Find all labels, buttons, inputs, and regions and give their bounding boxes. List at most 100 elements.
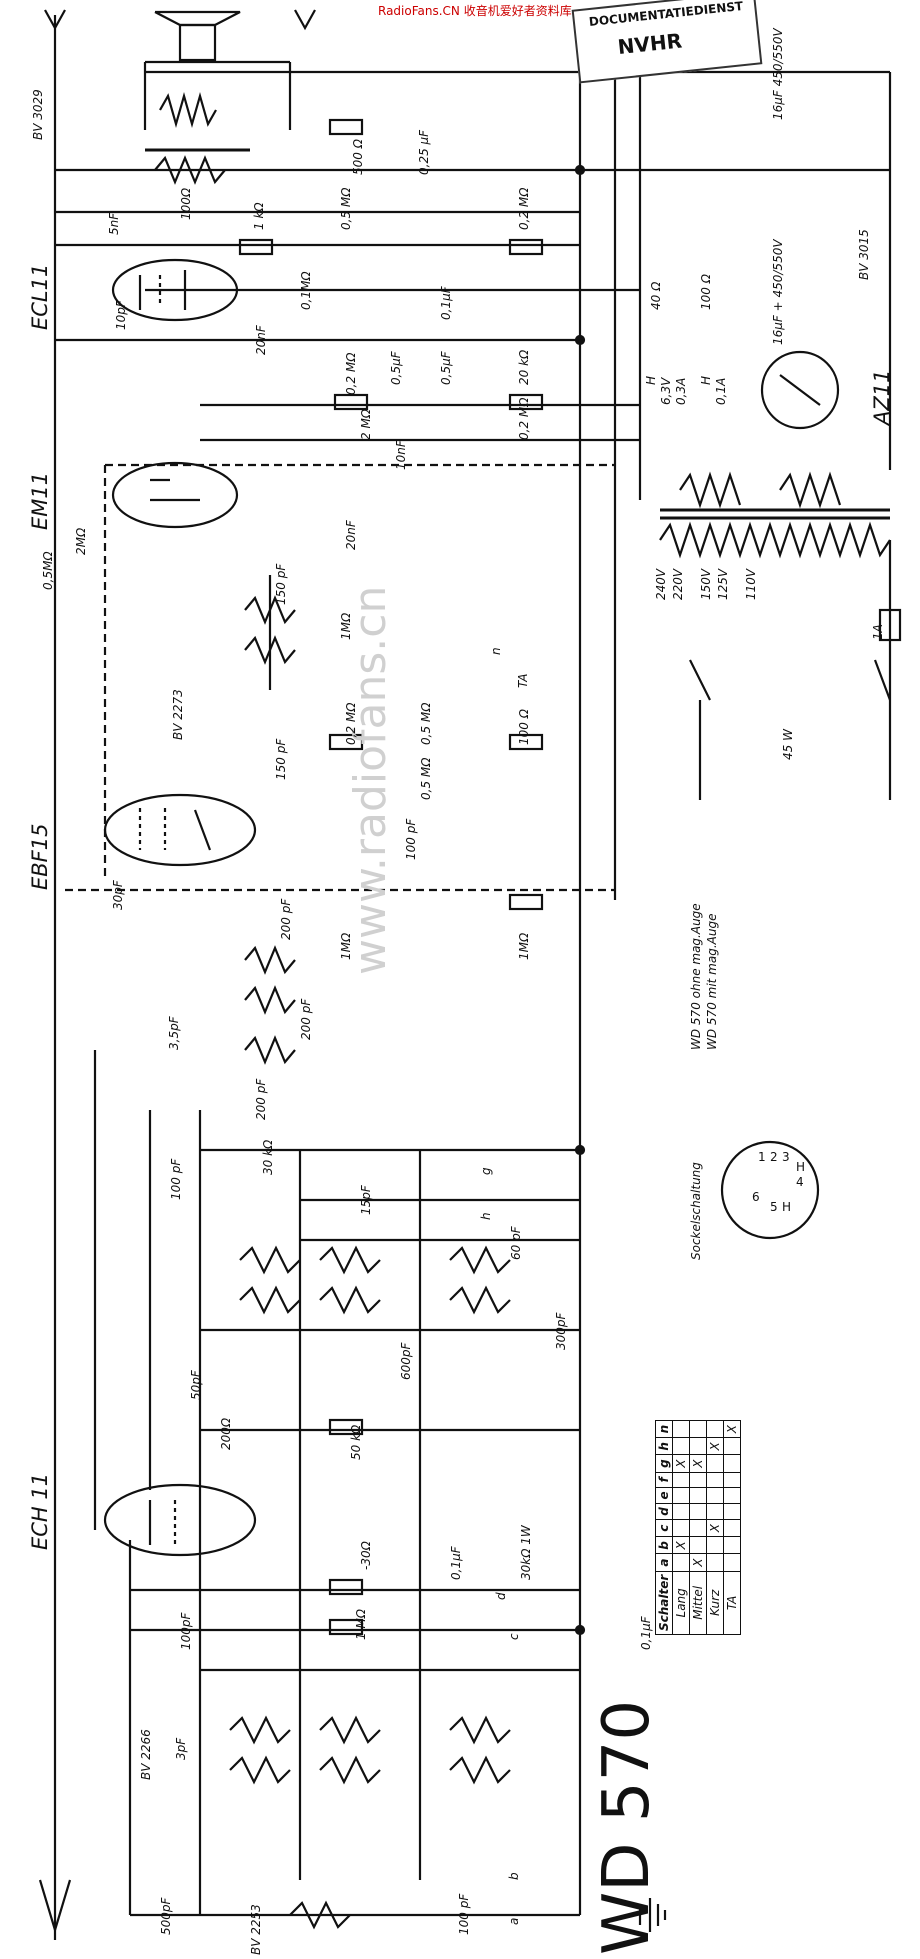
component-value: 300pF xyxy=(554,1312,568,1350)
switch-table-cell xyxy=(723,1487,741,1504)
tube-ebf15 xyxy=(103,793,257,867)
switch-table-cell xyxy=(723,1553,741,1572)
switch-letter: a xyxy=(507,1917,521,1925)
component-value: 0,25 µF xyxy=(417,129,431,175)
mains-tap: 125V xyxy=(716,568,730,600)
component-value: 100 Ω xyxy=(699,274,713,310)
component-value: 100Ω xyxy=(179,187,193,220)
component-value: 0,2 MΩ xyxy=(517,187,531,230)
switch-table-cell xyxy=(689,1503,707,1520)
switch-table-cell xyxy=(706,1536,724,1554)
socket-label: Sockelschaltung xyxy=(689,1162,703,1260)
if-transformer-2 xyxy=(244,945,296,1065)
coil-label-bv2266: BV 2266 xyxy=(139,1729,153,1780)
switch-table-cell xyxy=(672,1472,690,1488)
ta-label: TA xyxy=(516,673,530,688)
switch-table-cell: X xyxy=(689,1553,707,1572)
switch-table-cell xyxy=(689,1420,707,1438)
component-value: 0,5MΩ xyxy=(41,551,55,590)
tube-label-ech11: ECH 11 xyxy=(28,1472,52,1550)
component-value: 2 MΩ xyxy=(359,409,373,440)
component-value: 1MΩ xyxy=(339,612,353,640)
component-value: 500pF xyxy=(159,1897,173,1935)
component-value: 0,5 MΩ xyxy=(339,187,353,230)
component-value: 20 kΩ xyxy=(517,349,531,385)
switch-table-cell xyxy=(689,1472,707,1488)
switch-table-cell: X xyxy=(706,1437,724,1455)
switch-table-cell xyxy=(706,1553,724,1572)
socket-pin: H xyxy=(782,1200,792,1214)
switch-table-cell xyxy=(672,1519,690,1537)
switch-table-header: b xyxy=(655,1536,673,1554)
switch-table-header: a xyxy=(655,1553,673,1572)
switch-table-header: f xyxy=(655,1472,673,1488)
switch-table-cell xyxy=(723,1536,741,1554)
tube-az11 xyxy=(760,350,840,430)
switch-table-header: d xyxy=(655,1503,673,1520)
component-value: 1MΩ xyxy=(517,932,531,960)
switch-table-row-label: Kurz xyxy=(706,1571,724,1635)
if-transformer-1 xyxy=(244,575,296,690)
component-value: 3pF xyxy=(174,1737,188,1760)
tube-label-em11: EM11 xyxy=(28,471,52,530)
coil-label-bv2273: BV 2273 xyxy=(171,689,185,740)
switch-table-header: e xyxy=(655,1487,673,1504)
switch-table-cell: X xyxy=(672,1536,690,1554)
switch-table-cell xyxy=(689,1487,707,1504)
component-value: 1 MΩ xyxy=(354,1609,368,1640)
note-line-1: WD 570 ohne mag.Auge xyxy=(689,903,703,1050)
switch-table-cell xyxy=(672,1503,690,1520)
component-value: -30Ω xyxy=(359,1541,373,1570)
socket-pin: 3 xyxy=(782,1150,790,1164)
switch-table-cell: X xyxy=(723,1420,741,1438)
switch-table-cell xyxy=(723,1519,741,1537)
component-value: 20nF xyxy=(344,520,358,550)
mains-tap: 150V xyxy=(699,568,713,600)
switch-table-cell xyxy=(723,1503,741,1520)
electrolytic-1: 16µF 450/550V xyxy=(771,28,785,120)
component-value: 100 pF xyxy=(169,1158,183,1200)
component-value: 1MΩ xyxy=(339,932,353,960)
coil-label-bv2253: BV 2253 xyxy=(249,1904,263,1955)
component-value: 200Ω xyxy=(219,1417,233,1450)
switch-table-header: g xyxy=(655,1454,673,1473)
coil-label-bv3029: BV 3029 xyxy=(31,89,45,140)
component-value: 0,5µF xyxy=(389,351,403,385)
tube-ecl11 xyxy=(111,258,239,322)
switch-table-header: h xyxy=(655,1437,673,1455)
switch-table-cell xyxy=(706,1472,724,1488)
tube-em11 xyxy=(111,461,239,529)
electrolytic-2: 16µF + 450/550V xyxy=(771,239,785,345)
component-value: 10nF xyxy=(394,440,408,470)
component-value: 5nF xyxy=(107,212,121,235)
component-value: 50pF xyxy=(189,1370,203,1400)
switch-table-row-label: Lang xyxy=(672,1571,690,1635)
model-title: WD 570 xyxy=(590,1699,664,1955)
switch-table-cell xyxy=(672,1487,690,1504)
component-value: 200 pF xyxy=(279,898,293,940)
switch-table-cell xyxy=(723,1437,741,1455)
source-watermark: RadioFans.CN 收音机爱好者资料库 xyxy=(378,4,572,18)
switch-table-cell: X xyxy=(672,1454,690,1473)
mains-tap: 240V xyxy=(654,568,668,600)
component-value: 30 kΩ xyxy=(261,1139,275,1175)
switch-table-cell xyxy=(689,1437,707,1455)
component-value: 20nF xyxy=(254,325,268,355)
component-value: 50 kΩ xyxy=(349,1424,363,1460)
component-value: 500 Ω xyxy=(351,139,365,175)
heater-label: H xyxy=(699,375,713,385)
switch-table-cell xyxy=(672,1437,690,1455)
component-value: 3,5pF xyxy=(167,1016,181,1050)
switch-table-cell xyxy=(672,1420,690,1438)
component-value: 0,1µF xyxy=(639,1616,653,1650)
component-value: 0,2 MΩ xyxy=(517,397,531,440)
power-label: 45 W xyxy=(781,729,795,760)
speaker-symbol xyxy=(143,10,292,185)
heater-label: 0,1A xyxy=(714,377,728,405)
switch-table-cell xyxy=(706,1454,724,1473)
switch-table-cell xyxy=(689,1519,707,1537)
socket-pin: 1 xyxy=(758,1150,766,1164)
component-value: 30kΩ 1W xyxy=(519,1525,533,1580)
